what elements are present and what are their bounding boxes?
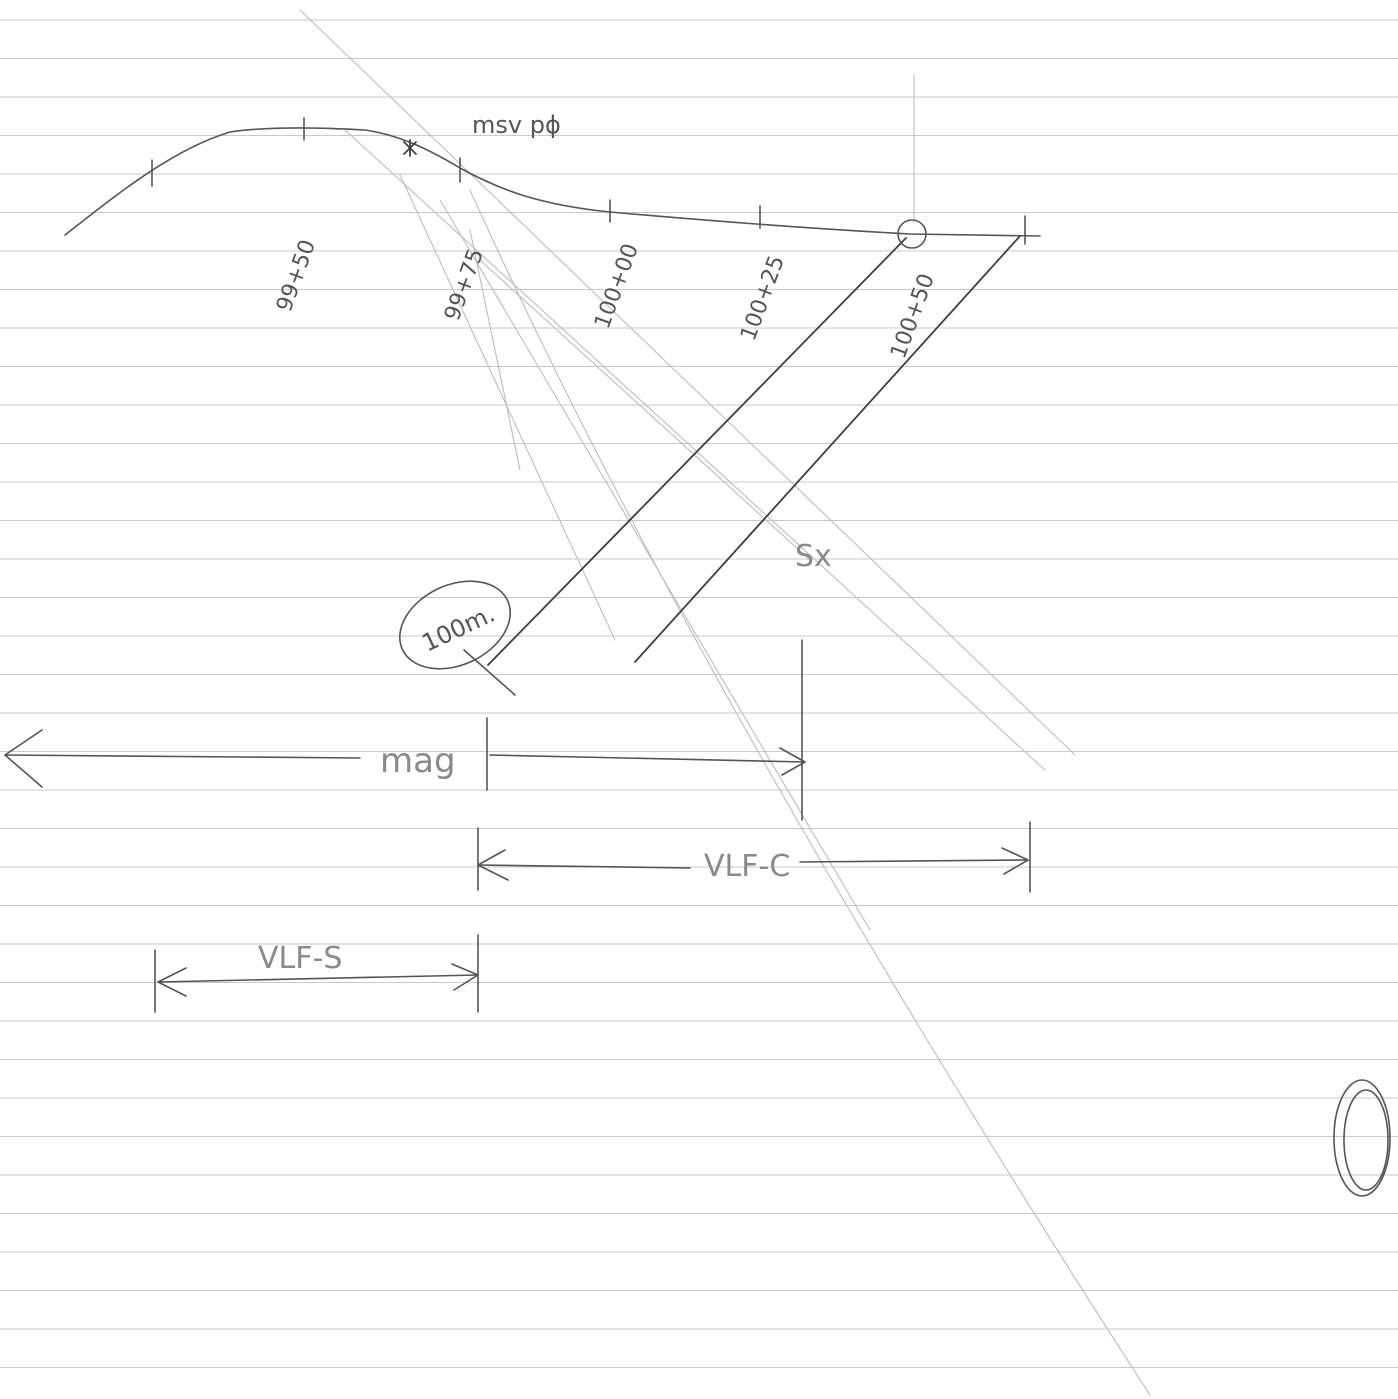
vlf-s-label: VLF-S [258, 941, 342, 976]
dip-line-upper [488, 238, 906, 665]
station-label: 100+25 [736, 252, 790, 344]
vlf-c-label: VLF-C [704, 849, 790, 884]
asterisk-marker [404, 140, 416, 156]
station-label: 99+50 [272, 237, 321, 315]
station-label: 100+50 [886, 270, 940, 362]
vlf-c-head-right [1002, 848, 1028, 874]
sx-label: Sx [795, 539, 832, 574]
corner-mark [1334, 1080, 1390, 1196]
vlf-c-shaft-right [800, 860, 1028, 862]
mag-arrow-left-head [5, 730, 42, 787]
corner-mark-ring [1334, 1080, 1390, 1196]
mag-arrow-left-shaft [5, 755, 360, 758]
mag-arrow: mag [5, 640, 805, 820]
msv-label: msv pϕ [472, 111, 561, 139]
profile-curve [65, 128, 1040, 236]
station-label: 100+00 [590, 240, 644, 332]
vlf-c-arrow: VLF-C [478, 822, 1030, 892]
vlf-s-head-right [452, 964, 478, 990]
ruled-lines [0, 20, 1398, 1368]
mag-arrow-right-shaft [490, 755, 805, 762]
dip-line-lower [635, 236, 1020, 662]
faint-stroke [470, 190, 1150, 1395]
vlf-s-shaft [158, 975, 478, 982]
depth-tick [464, 650, 515, 695]
mag-label: mag [380, 741, 456, 781]
faint-stroke [300, 10, 1075, 755]
depth-label: 100m. [418, 600, 499, 658]
vlf-s-arrow: VLF-S [155, 935, 478, 1012]
station-ticks [152, 75, 1025, 244]
faint-strokes [300, 10, 1150, 1395]
